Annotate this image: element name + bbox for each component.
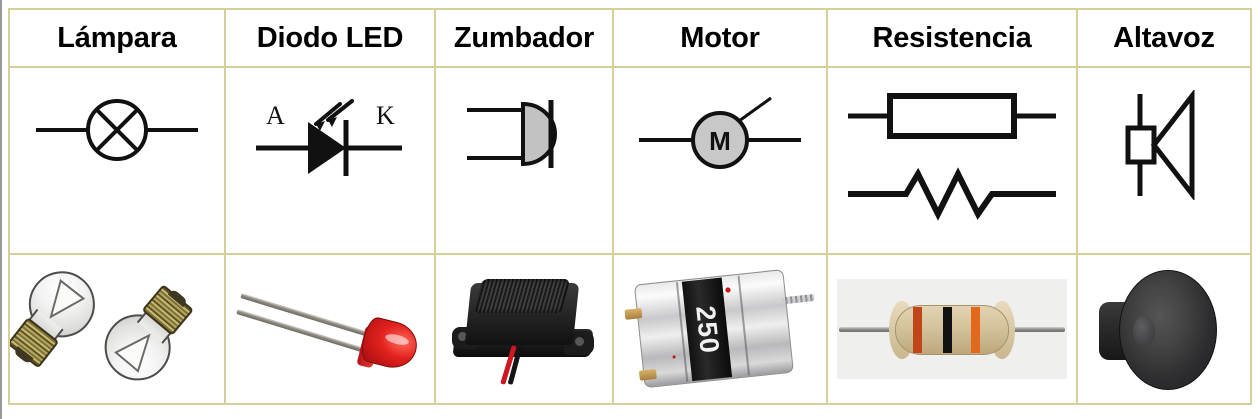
header-cell-diodo-led: Diodo LED [224,8,436,68]
motor-symbol: M [639,96,801,169]
speaker-photo [1089,264,1239,394]
led-anode-label: A [266,101,285,130]
photo-cell-motor: 250 ● ▪ [612,253,828,405]
led-symbol: A K [256,99,402,176]
led-photo [235,269,425,389]
motor-letter-label: M [709,126,731,156]
buzzer-ribbed-top [473,279,571,313]
component-photo-row: 250 ● ▪ [8,253,1252,405]
left-edge-rule [0,0,2,419]
motor-shaft [782,293,815,305]
resistor-band-3 [971,307,980,353]
electronic-components-table: Lámpara Diodo LED Zumbador Motor Resiste… [8,8,1252,405]
symbol-cell-resistencia [826,66,1078,255]
motor-terminal-bottom [638,368,657,381]
speaker-dust-cap [1133,316,1155,346]
motor-label-text: 250 [690,303,725,355]
resistor-lead-right [997,327,1065,332]
photo-cell-diodo-led [224,253,436,405]
header-cell-resistencia: Resistencia [826,8,1078,68]
resistor-photo [837,279,1067,379]
photo-cell-altavoz [1076,253,1252,405]
photo-cell-lampara [8,253,226,405]
header-cell-motor: Motor [612,8,828,68]
lamp-photo [10,258,217,394]
resistor-symbol-ansi [848,167,1056,221]
resistor-band-1 [913,307,922,353]
symbol-cell-diodo-led: A K [224,66,436,255]
symbol-cell-altavoz [1076,66,1252,255]
column-title-resistencia: Resistencia [872,21,1032,54]
speaker-symbol [1125,90,1195,200]
component-symbol-row: A K [8,66,1252,255]
resistor-lead-left [839,327,907,332]
lamp-bulb-left [10,258,113,378]
buzzer-mount-hole-right [575,337,584,346]
resistor-symbol [848,93,1056,221]
motor-terminal-top [624,308,643,320]
motor-photo: 250 ● ▪ [619,256,821,401]
lamp-symbol [36,99,198,161]
photo-cell-resistencia [826,253,1078,405]
buzzer-symbol [467,100,557,168]
column-title-diodo-led: Diodo LED [256,21,404,54]
column-title-lampara: Lámpara [57,21,177,54]
resistor-symbol-iec [848,93,1056,139]
photo-cell-zumbador [434,253,614,405]
column-title-altavoz: Altavoz [1113,21,1215,54]
lamp-bulb-right [87,274,204,394]
header-cell-lampara: Lámpara [8,8,226,68]
symbol-cell-zumbador [434,66,614,255]
symbol-cell-lampara [8,66,226,255]
component-name-row: Lámpara Diodo LED Zumbador Motor Resiste… [8,8,1252,68]
buzzer-mount-hole-left [458,332,467,341]
column-title-motor: Motor [680,21,760,54]
resistor-band-2 [943,307,952,353]
header-cell-zumbador: Zumbador [434,8,614,68]
motor-red-marking-top: ● [721,285,736,295]
led-cathode-label: K [376,101,395,130]
buzzer-photo [444,269,604,389]
column-title-zumbador: Zumbador [453,21,595,54]
symbol-cell-motor: M [612,66,828,255]
header-cell-altavoz: Altavoz [1076,8,1252,68]
